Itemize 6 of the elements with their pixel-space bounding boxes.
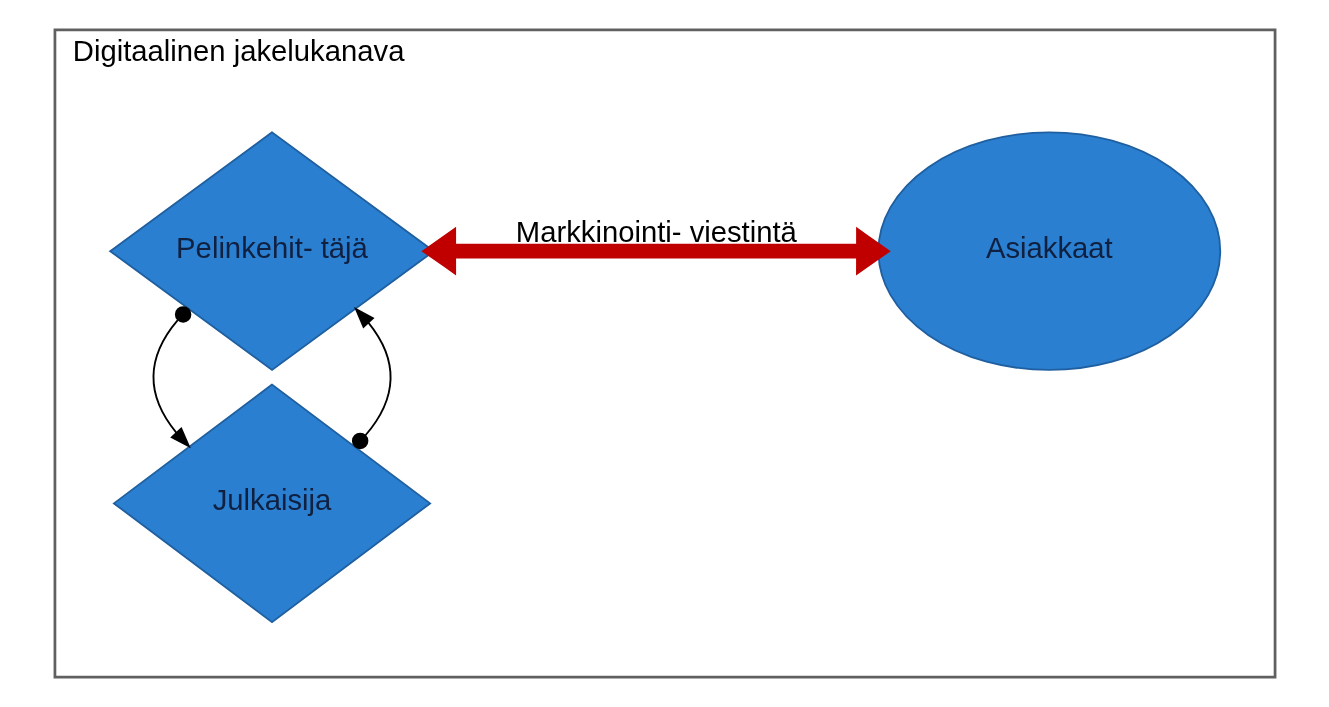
arrow — [351, 307, 391, 450]
edge-label: Markkinointi- viestintä — [515, 215, 797, 248]
node-ellipse: Asiakkaat — [877, 131, 1221, 371]
node-diamond: Julkaisija — [111, 383, 432, 624]
arrow — [152, 306, 191, 449]
arrow — [420, 226, 891, 276]
